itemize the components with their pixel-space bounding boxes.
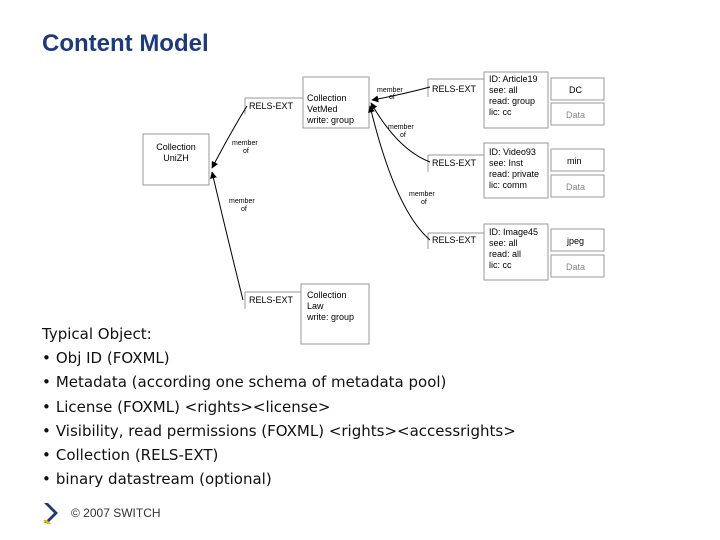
- svg-text:member: member: [232, 140, 258, 147]
- object-article19-rels-ext: RELS-EXT: [432, 84, 477, 94]
- collection-law-node: RELS-EXT Collection Law write: group: [244, 283, 370, 345]
- object-image45-line-3: read: all: [489, 249, 521, 259]
- object-video93-ds2: Data: [566, 182, 585, 192]
- footer: © 2007 SWITCH: [42, 502, 161, 524]
- object-article19-node: RELS-EXT ID: Article19 see: all read: gr…: [427, 71, 605, 129]
- object-article19-line-2: see: all: [489, 85, 518, 95]
- svg-text:member: member: [388, 124, 414, 131]
- member-of-label-4: member of: [232, 140, 258, 155]
- svg-text:member: member: [377, 87, 403, 94]
- collection-unizh-line-1: Collection: [156, 142, 196, 152]
- svg-text:of: of: [421, 199, 427, 206]
- svg-text:of: of: [389, 94, 395, 101]
- collection-unizh-node: Collection UniZH: [142, 133, 210, 186]
- object-image45-ds2: Data: [566, 262, 585, 272]
- object-image45-ds1: jpeg: [566, 236, 584, 246]
- collection-vetmed-line-2: VetMed: [307, 104, 338, 114]
- member-of-arrow-image45-vetmed: [368, 105, 431, 241]
- svg-text:of: of: [241, 206, 247, 213]
- typical-object-item: binary datastream (optional): [42, 467, 516, 491]
- object-video93-rels-ext: RELS-EXT: [432, 158, 477, 168]
- svg-text:member: member: [409, 191, 435, 198]
- object-article19-line-1: ID: Article19: [489, 74, 538, 84]
- typical-object-item: Metadata (according one schema of metada…: [42, 370, 516, 394]
- object-article19-line-4: lic: cc: [489, 107, 512, 117]
- typical-object-item: Obj ID (FOXML): [42, 346, 516, 370]
- object-video93-line-4: lic: comm: [489, 180, 527, 190]
- object-image45-rels-ext: RELS-EXT: [432, 235, 477, 245]
- member-of-arrow-vetmed-unizh: [211, 105, 248, 169]
- object-article19-ds1: DC: [569, 85, 582, 95]
- member-of-label-1: member of: [377, 87, 403, 101]
- member-of-label-2: member of: [388, 124, 414, 139]
- svg-text:of: of: [400, 132, 406, 139]
- collection-unizh-line-2: UniZH: [163, 153, 189, 163]
- collection-law-line-1: Collection: [307, 290, 347, 300]
- object-video93-line-3: read: private: [489, 169, 539, 179]
- collection-vetmed-node: RELS-EXT Collection VetMed write: group: [244, 76, 370, 129]
- typical-object-heading: Typical Object:: [42, 325, 152, 343]
- member-of-label-3: member of: [409, 191, 435, 206]
- rels-ext-law-label: RELS-EXT: [249, 295, 294, 305]
- object-video93-ds1: min: [567, 156, 582, 166]
- switch-logo-icon: [43, 503, 58, 524]
- collection-law-line-2: Law: [307, 301, 324, 311]
- object-image45-line-2: see: all: [489, 238, 518, 248]
- object-image45-node: RELS-EXT ID: Image45 see: all read: all …: [427, 223, 605, 281]
- object-video93-node: RELS-EXT ID: Video93 see: Inst read: pri…: [427, 142, 605, 199]
- rels-ext-vetmed-label: RELS-EXT: [249, 101, 294, 111]
- object-image45-line-4: lic: cc: [489, 260, 512, 270]
- member-of-label-5: member of: [229, 198, 255, 213]
- svg-text:of: of: [243, 148, 249, 155]
- typical-object-item: Collection (RELS-EXT): [42, 443, 516, 467]
- object-video93-line-1: ID: Video93: [489, 147, 536, 157]
- object-image45-line-1: ID: Image45: [489, 227, 538, 237]
- member-of-arrow-video93-vetmed: [370, 102, 431, 163]
- object-video93-line-2: see: Inst: [489, 158, 524, 168]
- typical-object-item: Visibility, read permissions (FOXML) <ri…: [42, 419, 516, 443]
- collection-vetmed-line-3: write: group: [306, 115, 354, 125]
- typical-object-item: License (FOXML) <rights><license>: [42, 395, 516, 419]
- collection-vetmed-line-1: Collection: [307, 93, 347, 103]
- object-article19-line-3: read: group: [489, 96, 535, 106]
- member-of-arrow-article19-vetmed: [371, 86, 431, 103]
- svg-text:member: member: [229, 198, 255, 205]
- slide-title: Content Model: [42, 30, 209, 57]
- copyright-text: © 2007 SWITCH: [71, 506, 161, 520]
- collection-law-line-3: write: group: [306, 312, 354, 322]
- typical-object-list: Typical Object: Obj ID (FOXML) Metadata …: [42, 322, 516, 491]
- object-article19-ds2: Data: [566, 110, 585, 120]
- member-of-arrow-law-unizh: [210, 171, 244, 301]
